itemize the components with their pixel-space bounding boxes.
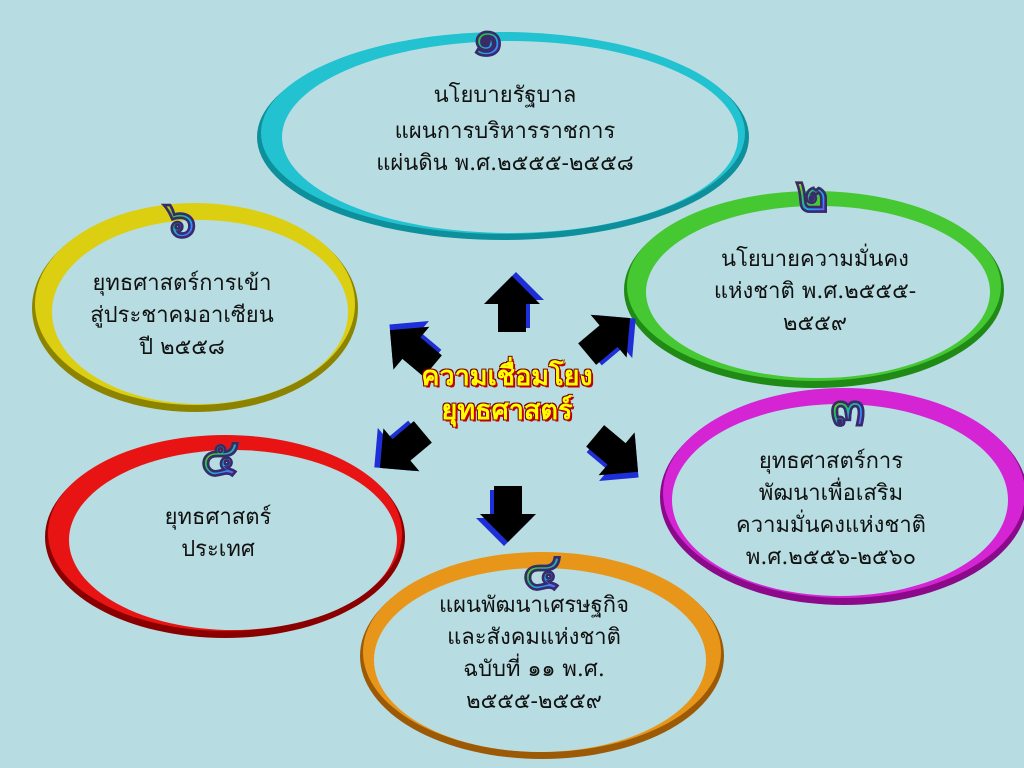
- node-1-line-2: แผนการบริหารราชการ: [394, 119, 616, 144]
- node-ring-5: [45, 435, 405, 638]
- node-2-line-1: นโยบายความมั่นคง: [721, 247, 909, 272]
- node-3-line-3: ความมั่นคงแห่งชาติ: [736, 513, 926, 538]
- node-6-line-3: ปี ๒๕๕๘: [139, 335, 225, 360]
- node-5-line-2: ประเทศ: [181, 537, 255, 562]
- node-3-line-4: พ.ศ.๒๕๕๖-๒๕๖๐: [745, 545, 917, 570]
- center-title: ความเชื่อมโยง ยุทธศาสตร์: [372, 360, 642, 428]
- node-4-line-3: ฉบับที่ ๑๑ พ.ศ.: [463, 657, 605, 682]
- node-1-line-1: นโยบายรัฐบาล: [433, 83, 577, 108]
- node-2-line-3: ๒๕๕๙: [783, 311, 847, 336]
- node-ring-4: [360, 552, 724, 759]
- node-3-line-2: พัฒนาเพื่อเสริม: [758, 481, 904, 506]
- arrow-up: [484, 272, 544, 332]
- node-6-line-1: ยุทธศาสตร์การเข้า: [92, 271, 272, 296]
- node-number-3: ๓: [818, 382, 878, 435]
- node-ring-1: [257, 32, 749, 240]
- node-text-3: ยุทธศาสตร์การ พัฒนาเพื่อเสริม ความมั่นคง…: [706, 446, 956, 574]
- node-text-4: แผนพัฒนาเศรษฐกิจ และสังคมแห่งชาติ ฉบับที…: [404, 590, 664, 718]
- node-ring-2: [624, 191, 1004, 388]
- arrow-up-right: [578, 314, 636, 366]
- node-ring-6: [32, 203, 358, 412]
- arrow-down-left: [374, 420, 432, 472]
- node-number-2: ๒: [782, 168, 842, 221]
- node-4-line-4: ๒๕๕๕-๒๕๕๙: [466, 689, 602, 714]
- node-text-1: นโยบายรัฐบาล แผนการบริหารราชการ แผ่นดิน …: [320, 80, 690, 180]
- node-4-line-2: และสังคมแห่งชาติ: [447, 625, 621, 650]
- node-number-1: ๑: [458, 12, 518, 65]
- center-title-line-2: ยุทธศาสตร์: [441, 395, 573, 426]
- node-number-4: ๔: [512, 546, 572, 599]
- node-number-6: ๖: [150, 194, 210, 247]
- node-1-line-3: แผ่นดิน พ.ศ.๒๕๕๕-๒๕๕๘: [376, 151, 634, 176]
- arrow-down-right: [586, 425, 639, 481]
- node-5-line-1: ยุทธศาสตร์: [164, 505, 272, 530]
- node-text-6: ยุทธศาสตร์การเข้า สู่ประชาคมอาเซียน ปี ๒…: [62, 268, 302, 364]
- node-text-5: ยุทธศาสตร์ ประเทศ: [118, 502, 318, 566]
- node-text-2: นโยบายความมั่นคง แห่งชาติ พ.ศ.๒๕๕๕- ๒๕๕๙: [680, 244, 950, 340]
- node-2-line-2: แห่งชาติ พ.ศ.๒๕๕๕-: [713, 279, 917, 304]
- node-6-line-2: สู่ประชาคมอาเซียน: [90, 303, 274, 328]
- arrow-up-left: [389, 321, 442, 377]
- node-number-5: ๕: [190, 432, 250, 485]
- arrow-down: [476, 486, 536, 546]
- node-4-line-1: แผนพัฒนาเศรษฐกิจ: [438, 593, 630, 618]
- center-title-line-1: ความเชื่อมโยง: [421, 361, 593, 392]
- node-ring-3: [660, 388, 1024, 605]
- node-3-line-1: ยุทธศาสตร์การ: [758, 449, 904, 474]
